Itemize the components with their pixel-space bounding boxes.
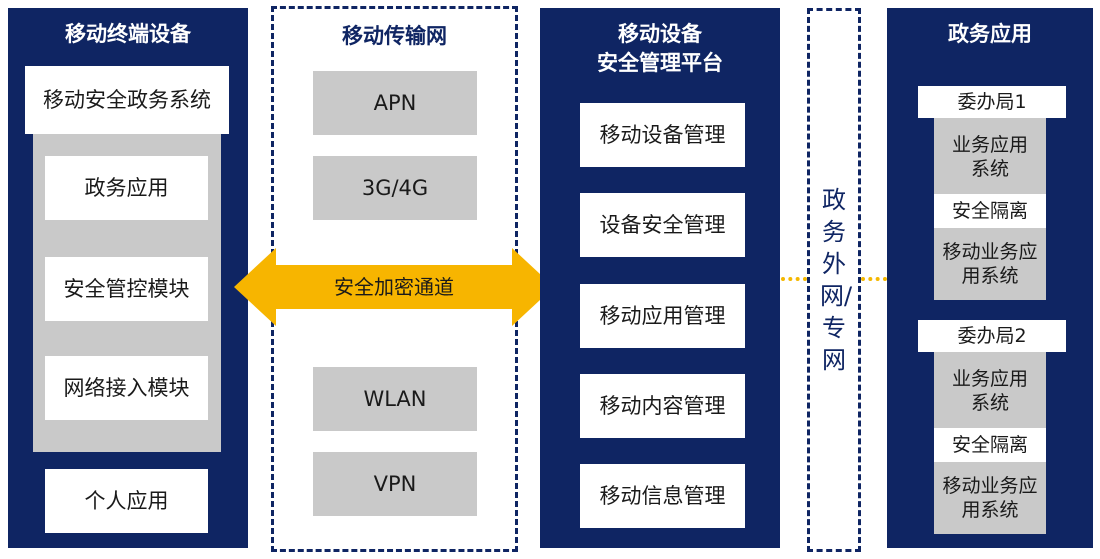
network-vpn: VPN (313, 452, 477, 516)
secure-channel-label: 安全加密通道 (334, 275, 454, 299)
mgmt-mobile-info: 移动信息管理 (580, 464, 745, 528)
bureau1-mobile-system: 移动业务应用系统 (934, 230, 1046, 298)
network-wlan: WLAN (313, 367, 477, 431)
module-network-access: 网络接入模块 (45, 356, 208, 420)
gov-apps-title: 政务应用 (948, 22, 1032, 46)
external-network-label: 政务外网/专网 (810, 11, 858, 549)
network-3g4g: 3G/4G (313, 156, 477, 220)
bureau2-mobile-system: 移动业务应用系统 (934, 464, 1046, 532)
bureau2-business-system: 业务应用系统 (934, 356, 1046, 426)
connector-left-dots (781, 277, 807, 281)
bureau2-isolation: 安全隔离 (934, 428, 1046, 462)
double-arrow-icon (234, 248, 554, 326)
mobile-terminal-column: 移动终端设备 移动安全政务系统 政务应用 安全管控模块 网络接入模块 个人应用 (8, 8, 248, 548)
mobile-security-system-label: 移动安全政务系统 (25, 66, 229, 134)
bureau1-business-system: 业务应用系统 (934, 122, 1046, 192)
external-network-column: 政务外网/专网 (807, 8, 861, 552)
mobile-terminal-title: 移动终端设备 (65, 22, 191, 46)
connector-right-dots (861, 277, 887, 281)
gov-apps-column: 政务应用 委办局1 业务应用系统 安全隔离 移动业务应用系统 委办局2 业务应用… (887, 8, 1093, 548)
bureau2-name: 委办局2 (918, 320, 1066, 352)
platform-title-line1: 移动设备 (618, 22, 702, 46)
bureau1-name: 委办局1 (918, 86, 1066, 118)
platform-title-line2: 安全管理平台 (597, 51, 723, 75)
network-apn: APN (313, 71, 477, 135)
external-network-text: 政务外网/专网 (820, 186, 853, 374)
management-platform-column: 移动设备 安全管理平台 移动设备管理 设备安全管理 移动应用管理 移动内容管理 … (540, 8, 780, 548)
transport-network-title: 移动传输网 (342, 24, 447, 48)
secure-channel-arrow: 安全加密通道 (234, 248, 554, 326)
module-security-control: 安全管控模块 (45, 257, 208, 321)
personal-app-box: 个人应用 (45, 469, 208, 533)
mgmt-mobile-app: 移动应用管理 (580, 284, 745, 348)
mgmt-mobile-content: 移动内容管理 (580, 374, 745, 438)
mgmt-device-security: 设备安全管理 (580, 193, 745, 257)
bureau1-isolation: 安全隔离 (934, 194, 1046, 228)
module-gov-app: 政务应用 (45, 156, 208, 220)
mgmt-mobile-device: 移动设备管理 (580, 103, 745, 167)
